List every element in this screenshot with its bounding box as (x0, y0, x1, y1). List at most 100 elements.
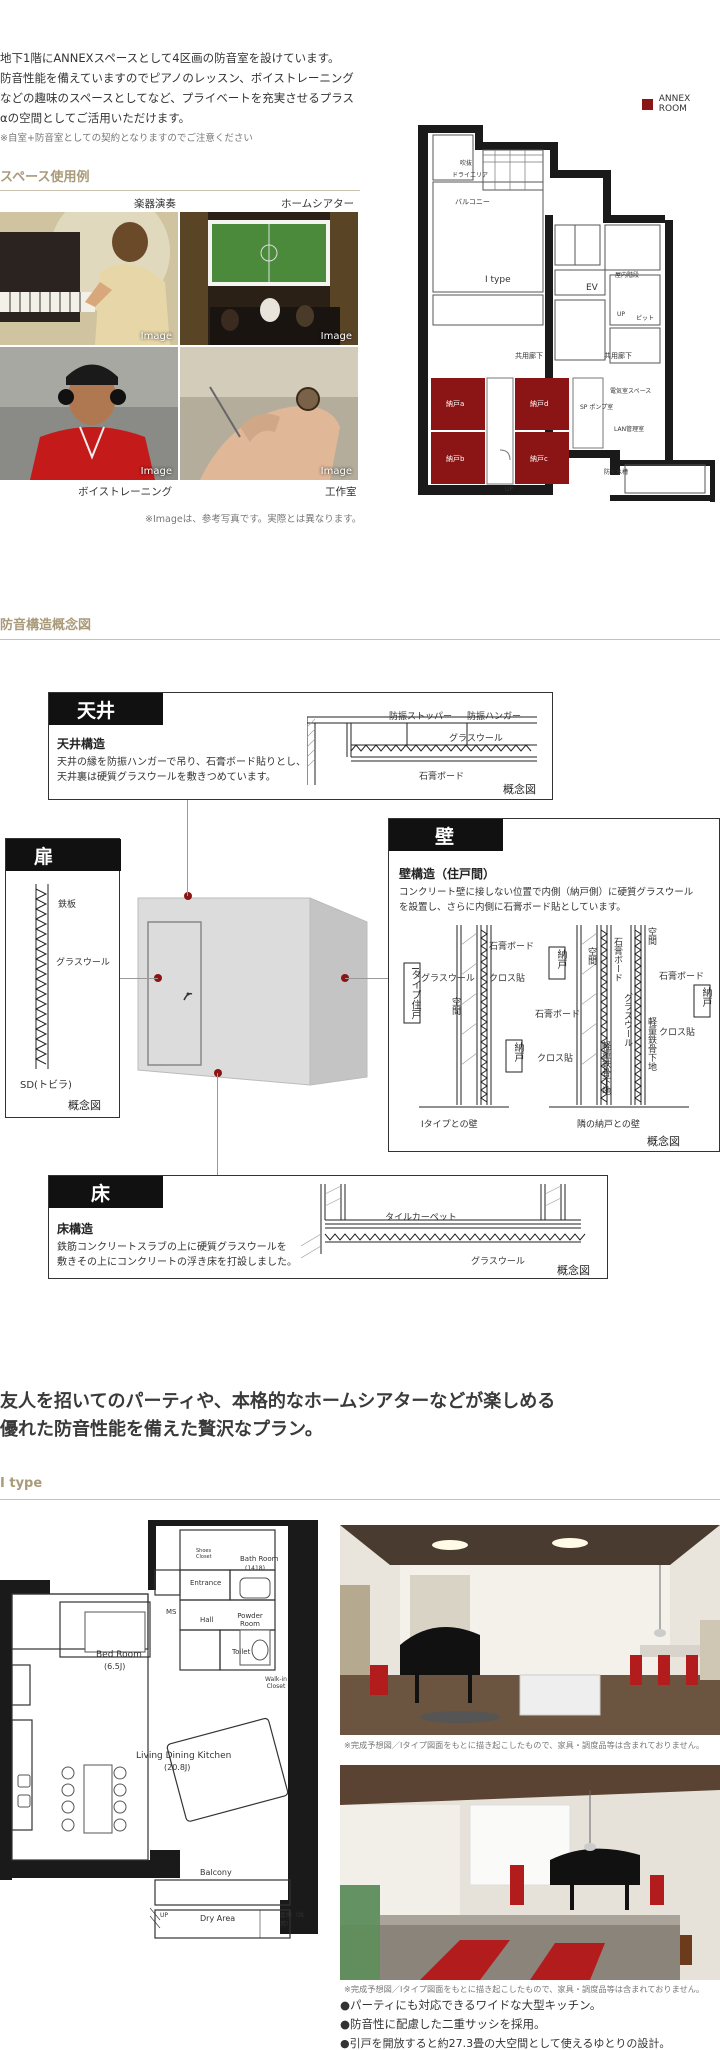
b1-label-void: 吹抜 (460, 160, 473, 167)
annex-room-d (515, 432, 569, 484)
room-cube-illustration (137, 892, 368, 1086)
b1-label-storage-a: 納戸a (446, 400, 465, 408)
ceiling-label-board: 石膏ボード (419, 772, 465, 782)
b1-floor-plan (418, 125, 715, 502)
interior-render-2 (340, 1765, 720, 1980)
b1-label-storage-d: 納戸d (530, 400, 549, 408)
itype-floor-plan (0, 1520, 318, 1939)
singer-illustration (0, 347, 178, 480)
plan-room-bath: Bath Room (240, 1555, 279, 1563)
wall-label-cross: クロス貼 (537, 1054, 574, 1064)
feature-bullet: ●パーティにも対応できるワイドな大型キッチン。 (340, 1998, 602, 2012)
theater-illustration (180, 212, 358, 345)
photo-caption: ホームシアター (281, 198, 355, 210)
b1-label-water: 防火水槽 (604, 469, 629, 476)
photo-note: ※Imageは、参考写真です。実際とは異なります。 (145, 514, 362, 525)
floor-text: 敷きその上にコンクリートの浮き床を打設しました。 (57, 1257, 297, 1268)
legend-label: ANNEX ROOM (658, 94, 691, 114)
wall-caption-right: 隣の納戸との壁 (577, 1120, 640, 1130)
b1-label-storage-b: 納戸b (446, 455, 465, 463)
image-tag: Image (140, 466, 172, 477)
b1-label-type: I type (485, 275, 511, 285)
plan-room-ldk: Living Dining Kitchen (136, 1751, 232, 1761)
wall-label-lgs: 軽量鉄骨下地 (600, 1041, 610, 1095)
interior-render-1 (340, 1525, 720, 1735)
connector-line (187, 800, 188, 896)
divider (0, 1499, 720, 1500)
b1-label-balcony: バルコニー (455, 198, 490, 206)
plan-room-bedroom: Bed Room (96, 1650, 142, 1660)
wall-label-air: 空間 (646, 927, 656, 945)
floor-label-glass: グラスウール (471, 1257, 525, 1267)
wall-label-board: 石膏ボード (489, 942, 535, 952)
ceiling-label-stopper: 防振ストッパー (389, 712, 453, 722)
intro-line: などの趣味のスペースとしてなど、プライベートを充実させるプラス (0, 91, 354, 105)
wall-label-board: 石膏ボード (612, 937, 622, 982)
render-kitchen-dining (340, 1765, 720, 1980)
ceiling-label-glass: グラスウール (449, 734, 503, 744)
ceiling-text: 天井裏は硬質グラスウールを敷きつめています。 (57, 772, 276, 783)
b1-label-ev: EV (586, 283, 598, 293)
image-tag: Image (320, 466, 352, 477)
wall-label-itype: Iタイプ住戸 (409, 967, 420, 1020)
photo-workshop: Image (180, 347, 358, 480)
ceiling-title: 天井 (49, 693, 163, 725)
photo-home-theater: Image (180, 212, 358, 345)
plan-room-toilet: Toilet (232, 1648, 251, 1656)
concept-label: 概念図 (68, 1099, 101, 1112)
connector-line (345, 978, 388, 979)
connector-line (217, 1073, 218, 1175)
wall-label-glass: グラスウール (622, 993, 632, 1047)
annex-legend: ANNEX ROOM (642, 94, 720, 114)
plan-room-shoes: Shoes Closet (196, 1548, 212, 1560)
image-tag: Image (320, 331, 352, 342)
door-label-steel: 鉄板 (58, 900, 77, 910)
annex-room-b (431, 432, 485, 484)
plan-room-hall: Hall (200, 1616, 214, 1624)
wall-label-nando: 納戸 (700, 987, 711, 1007)
plan-room-bath-size: (1418) (245, 1565, 265, 1572)
headline-line: 友人を招いてのパーティや、本格的なホームシアターなどが楽しめる (0, 1391, 556, 1412)
structure-heading: 防音構造概念図 (0, 618, 92, 633)
photo-voice-training: Image (0, 347, 178, 480)
image-tag: Image (140, 331, 172, 342)
plan-room-dryarea: Dry Area (200, 1914, 236, 1923)
plan-room-ms: MS (166, 1608, 177, 1616)
space-use-heading: スペース使用例 (0, 170, 90, 185)
piano-illustration (0, 212, 178, 345)
concept-label: 概念図 (503, 783, 536, 796)
plan-headline: 友人を招いてのパーティや、本格的なホームシアターなどが楽しめる 優れた防音性能を… (0, 1388, 720, 1444)
wall-label-glass: グラスウール (421, 974, 475, 984)
b1-label-corridor: 共用廊下 (604, 352, 632, 360)
ceiling-label-hanger: 防振ハンガー (467, 712, 522, 722)
wall-label-air: 空間 (450, 997, 460, 1015)
render-note: ※完成予想図／Iタイプ図面をもとに描き起こしたもので、家具・調度品等は含まれてお… (344, 1740, 705, 1750)
plan-room-walkin: Walk-in Closet (264, 1676, 287, 1690)
door-label-glass: グラスウール (56, 958, 110, 968)
plan-room-storage: 倉庫（共用） (280, 1912, 305, 1928)
concept-label: 概念図 (557, 1264, 590, 1277)
divider (0, 639, 720, 640)
floor-label-tile: タイルカーペット (385, 1213, 457, 1223)
wall-label-nando: 納戸 (512, 1042, 523, 1062)
feature-bullet: ●防音性に配慮した二重サッシを採用。 (340, 2017, 546, 2031)
intro-line: 防音性能を備えていますのでピアノのレッスン、ボイストレーニング (0, 71, 354, 85)
b1-label-storage-c: 納戸c (530, 455, 548, 463)
wall-subtitle: 壁構造（住戸間） (399, 867, 496, 881)
plan-room-balcony: Balcony (200, 1868, 232, 1877)
b1-label-lan: LAN管理室 (614, 426, 645, 433)
b1-label-electric: 電気室スペース (610, 388, 652, 395)
type-heading: I type (0, 1476, 43, 1491)
b1-label-stairs: 屋内階段 (615, 272, 640, 279)
door-title: 扉 (6, 839, 121, 871)
legend-swatch (642, 98, 653, 110)
wall-label-cross: クロス貼 (489, 974, 526, 984)
render-note: ※完成予想図／Iタイプ図面をもとに描き起こしたもので、家具・調度品等は含まれてお… (344, 1984, 705, 1994)
door-box: 扉 鉄板 グラスウール SD(トビラ) 概念図 (5, 838, 121, 1118)
plan-room-ldk-size: (20.8J) (164, 1763, 191, 1772)
floor-diagram (301, 1184, 586, 1259)
wall-label-board: 石膏ボード (659, 972, 705, 982)
b1-label-pump: SP ポンプ室 (580, 404, 614, 411)
headline-line: 優れた防音性能を備えた贅沢なプラン。 (0, 1419, 323, 1440)
b1-label-up: UP (505, 486, 514, 493)
